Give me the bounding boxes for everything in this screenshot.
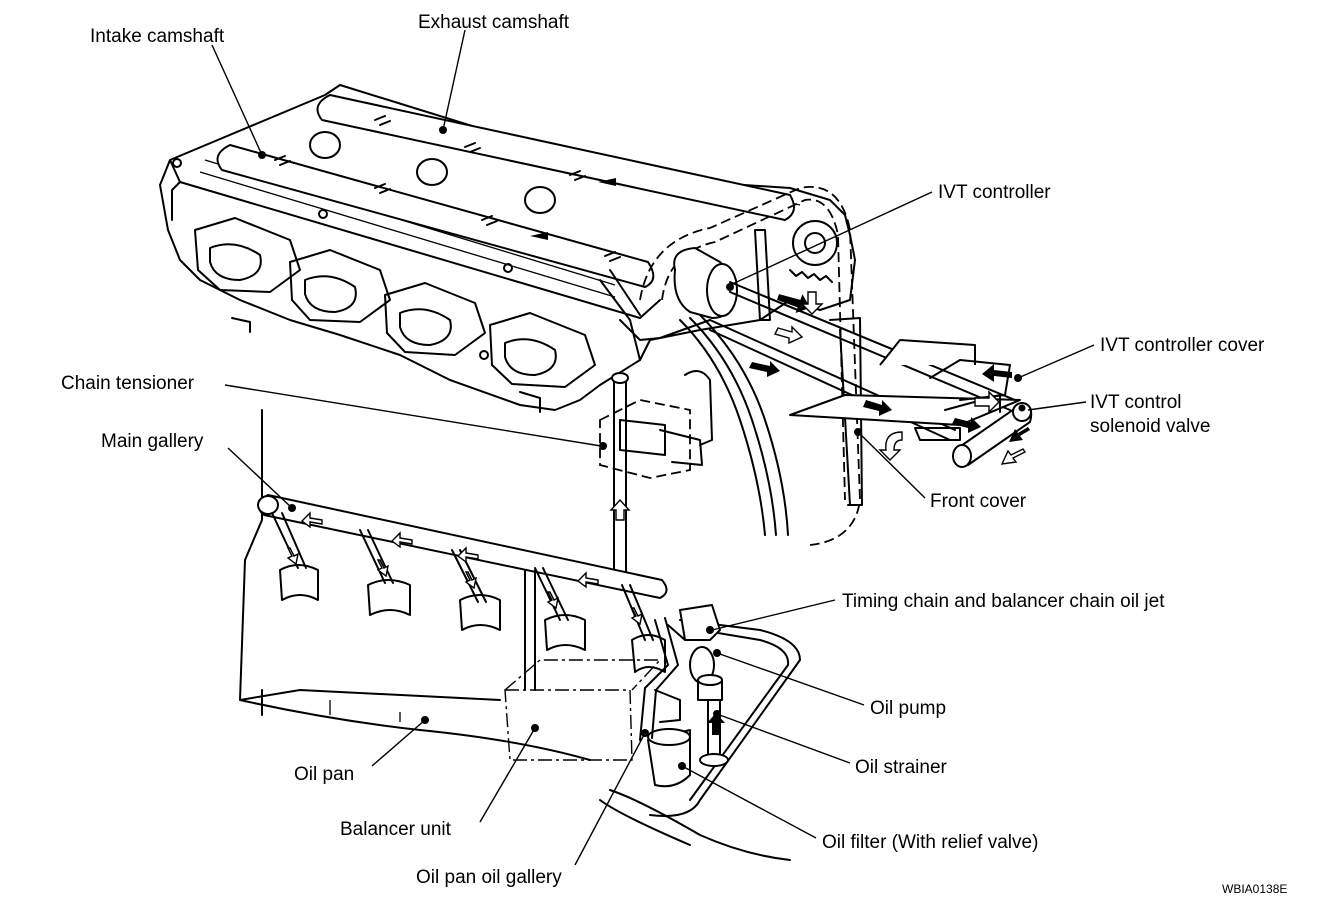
oil-strainer — [697, 674, 729, 767]
figure-code: WBIA0138E — [1222, 882, 1287, 896]
ivt-controller — [673, 247, 738, 319]
label-oil-pan-oil-gallery: Oil pan oil gallery — [416, 867, 562, 888]
label-ivt-control-solenoid-valve-1: IVT control — [1090, 392, 1182, 413]
ivt-controller-cover — [789, 339, 1021, 426]
timing-chain-guide — [639, 186, 861, 546]
label-chain-tensioner: Chain tensioner — [61, 373, 195, 394]
flow-arrows-ivt — [749, 291, 1030, 465]
oil-filter — [647, 728, 691, 788]
main-gallery — [257, 494, 668, 641]
exhaust-camshaft — [316, 94, 795, 221]
label-intake-camshaft: Intake camshaft — [90, 26, 225, 47]
label-ivt-control-solenoid-valve-2: solenoid valve — [1090, 416, 1210, 437]
leader-lines — [211, 29, 1095, 866]
label-exhaust-camshaft: Exhaust camshaft — [418, 12, 570, 33]
cylinder-block — [239, 409, 666, 761]
label-main-gallery: Main gallery — [101, 431, 204, 452]
labels: Intake camshaft Exhaust camshaft IVT con… — [61, 12, 1287, 896]
ivt-control-solenoid-valve — [914, 394, 1033, 468]
oil-pump — [667, 604, 721, 684]
label-oil-pan: Oil pan — [294, 764, 354, 785]
chain-tensioner — [599, 370, 713, 479]
intake-camshaft — [216, 144, 655, 288]
label-ivt-controller-cover: IVT controller cover — [1100, 335, 1265, 356]
oil-pan — [421, 619, 801, 861]
feed-pipe — [609, 372, 631, 579]
label-oil-filter: Oil filter (With relief valve) — [822, 832, 1038, 853]
label-front-cover: Front cover — [930, 491, 1027, 512]
label-oil-strainer: Oil strainer — [855, 757, 948, 778]
label-oil-pump: Oil pump — [870, 698, 946, 719]
label-ivt-controller: IVT controller — [938, 182, 1051, 203]
label-balancer-unit: Balancer unit — [340, 819, 452, 840]
label-timing-chain-oil-jet: Timing chain and balancer chain oil jet — [842, 591, 1165, 612]
